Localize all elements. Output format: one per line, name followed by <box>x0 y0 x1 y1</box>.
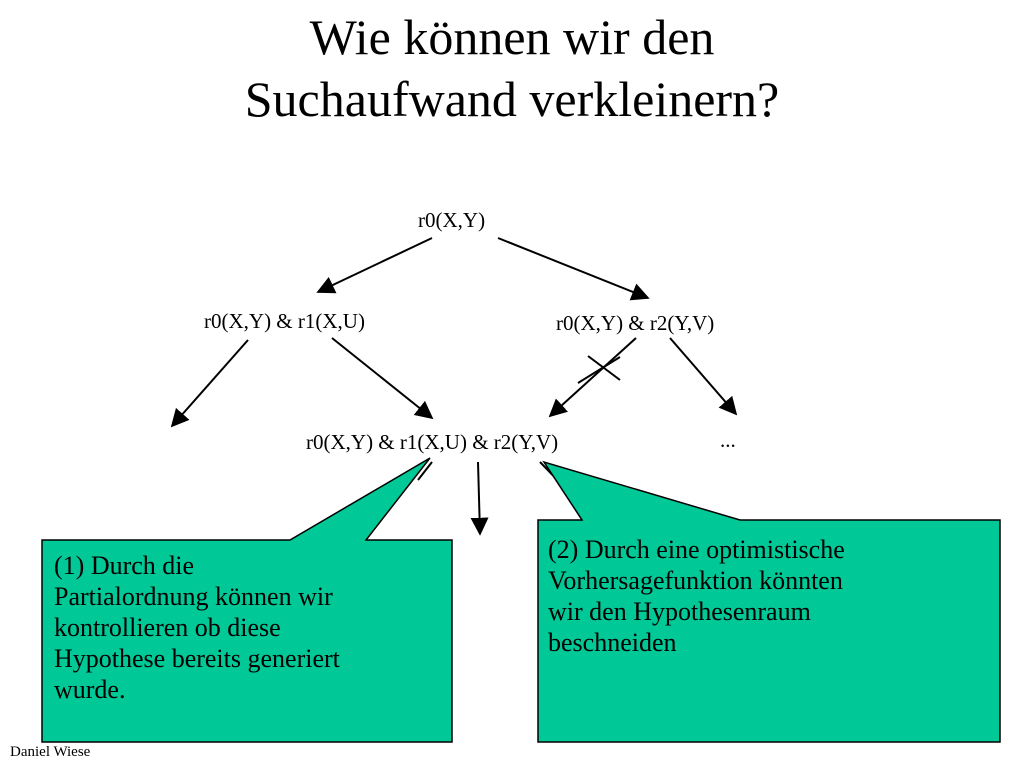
node-right-child: r0(X,Y) & r2(Y,V) <box>556 311 715 335</box>
callout-left-line-4: Hypothese bereits generiert <box>54 644 340 673</box>
edge-root-left <box>316 237 433 294</box>
title-line-1: Wie können wir den <box>309 9 715 65</box>
callout-left-line-2: Partialordnung können wir <box>54 582 333 611</box>
callout-right-line-3: wir den Hypothesenraum <box>548 597 811 626</box>
prune-cross-stroke-2 <box>587 355 621 381</box>
prune-cross-stroke-1 <box>577 356 621 384</box>
node-root: r0(X,Y) <box>418 208 486 232</box>
edge-left-merged <box>331 337 434 420</box>
footer-author: Daniel Wiese <box>10 744 91 760</box>
callout-left-line-5: wurde. <box>54 675 126 704</box>
callout-left-text: (1) Durch die Partialordnung können wir … <box>54 550 340 705</box>
callout-right-line-4: beschneiden <box>548 628 677 657</box>
callout-right-text: (2) Durch eine optimistische Vorhersagef… <box>548 534 845 658</box>
callout-left-line-3: kontrollieren ob diese <box>54 613 281 642</box>
callout-left-line-1: (1) Durch die <box>54 551 195 580</box>
title-line-2: Suchaufwand verkleinern? <box>244 71 780 127</box>
callout-right-line-1: (2) Durch eine optimistische <box>548 535 845 564</box>
edge-right-merged <box>548 337 637 418</box>
edge-root-right <box>497 237 650 301</box>
callout-right-line-2: Vorhersagefunktion könnten <box>548 566 843 595</box>
edge-left-offscreen <box>170 339 249 428</box>
slide-title: Wie können wir den Suchaufwand verkleine… <box>0 6 1024 130</box>
callout-left-shape <box>41 457 453 743</box>
edge-merged-down-left <box>417 461 433 481</box>
node-left-child: r0(X,Y) & r1(X,U) <box>204 309 365 333</box>
callout-right-shape <box>537 460 1001 743</box>
node-ellipsis: ... <box>720 428 736 452</box>
edge-right-ellipsis <box>669 337 738 416</box>
edge-merged-down-middle <box>470 461 489 536</box>
node-merged: r0(X,Y) & r1(X,U) & r2(Y,V) <box>306 430 559 454</box>
